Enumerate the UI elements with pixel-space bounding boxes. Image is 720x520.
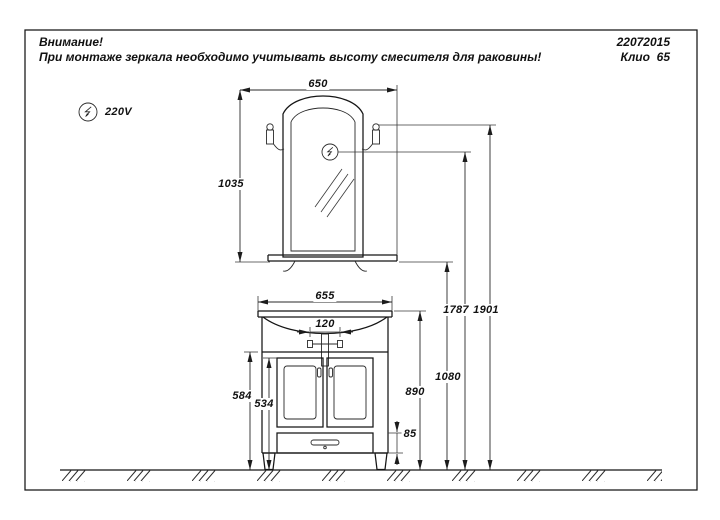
dim-85-extensions [388,432,403,454]
sconce-left [266,123,285,151]
door-right [326,357,374,428]
glass-hatch [314,168,355,218]
warning-note: Внимание! При монтаже зеркала необходимо… [39,35,541,65]
mirror-glass [290,107,356,252]
vanity-cabinet-drawing [257,310,393,471]
door-left-handle [317,367,322,378]
basin-curve [262,316,388,335]
door-left-panel [283,365,317,420]
model-name: Клио 65 [620,50,670,64]
washbasin [257,310,393,335]
dim-overall-height-label: 1901 [471,304,501,316]
voltage-label: 220V [105,106,132,118]
doc-number: 22072015 [616,35,670,49]
mirror-shelf [267,254,398,272]
leg-right [374,452,388,471]
door-right-panel [333,365,367,420]
drawer-handle [310,439,340,446]
drawer-keyhole [323,445,327,450]
dim-mirror-height-label: 1035 [216,178,246,190]
sheet-border [24,29,698,491]
dim-shelf-height-label: 1080 [433,371,463,383]
dim-cabinet-width-label: 655 [313,290,337,302]
dim-door-height-label: 534 [252,398,276,410]
mirror-drawing [266,95,380,258]
dim-body-height-label: 584 [230,390,254,402]
ground-hatch [62,470,662,482]
mirror-frame [282,95,364,258]
ground [60,469,662,482]
warning-title: Внимание! [39,35,104,49]
door-right-handle [328,367,333,378]
door-left [276,357,324,428]
power-symbol-icon [78,102,98,122]
faucet [307,333,343,367]
power-circle [78,102,98,122]
dimension-lines [235,85,496,470]
outlet-symbol-icon [321,143,339,161]
dim-120-ticks [309,327,341,337]
shelf-brackets [282,260,368,272]
cabinet-body [261,317,389,471]
dim-drawer-height-label: 85 [401,428,419,440]
drawer [276,432,374,454]
dim-cabinet-height-label: 890 [403,386,427,398]
title-block: 22072015 Клио 65 [617,35,670,65]
sconce-right [361,123,380,151]
dim-mirror-width-label: 650 [306,78,330,90]
dim-faucet-span-label: 120 [313,318,337,330]
warning-text: При монтаже зеркала необходимо учитывать… [39,50,542,64]
lightning-icon [84,106,92,118]
dim-outlet-height-label: 1787 [441,304,471,316]
